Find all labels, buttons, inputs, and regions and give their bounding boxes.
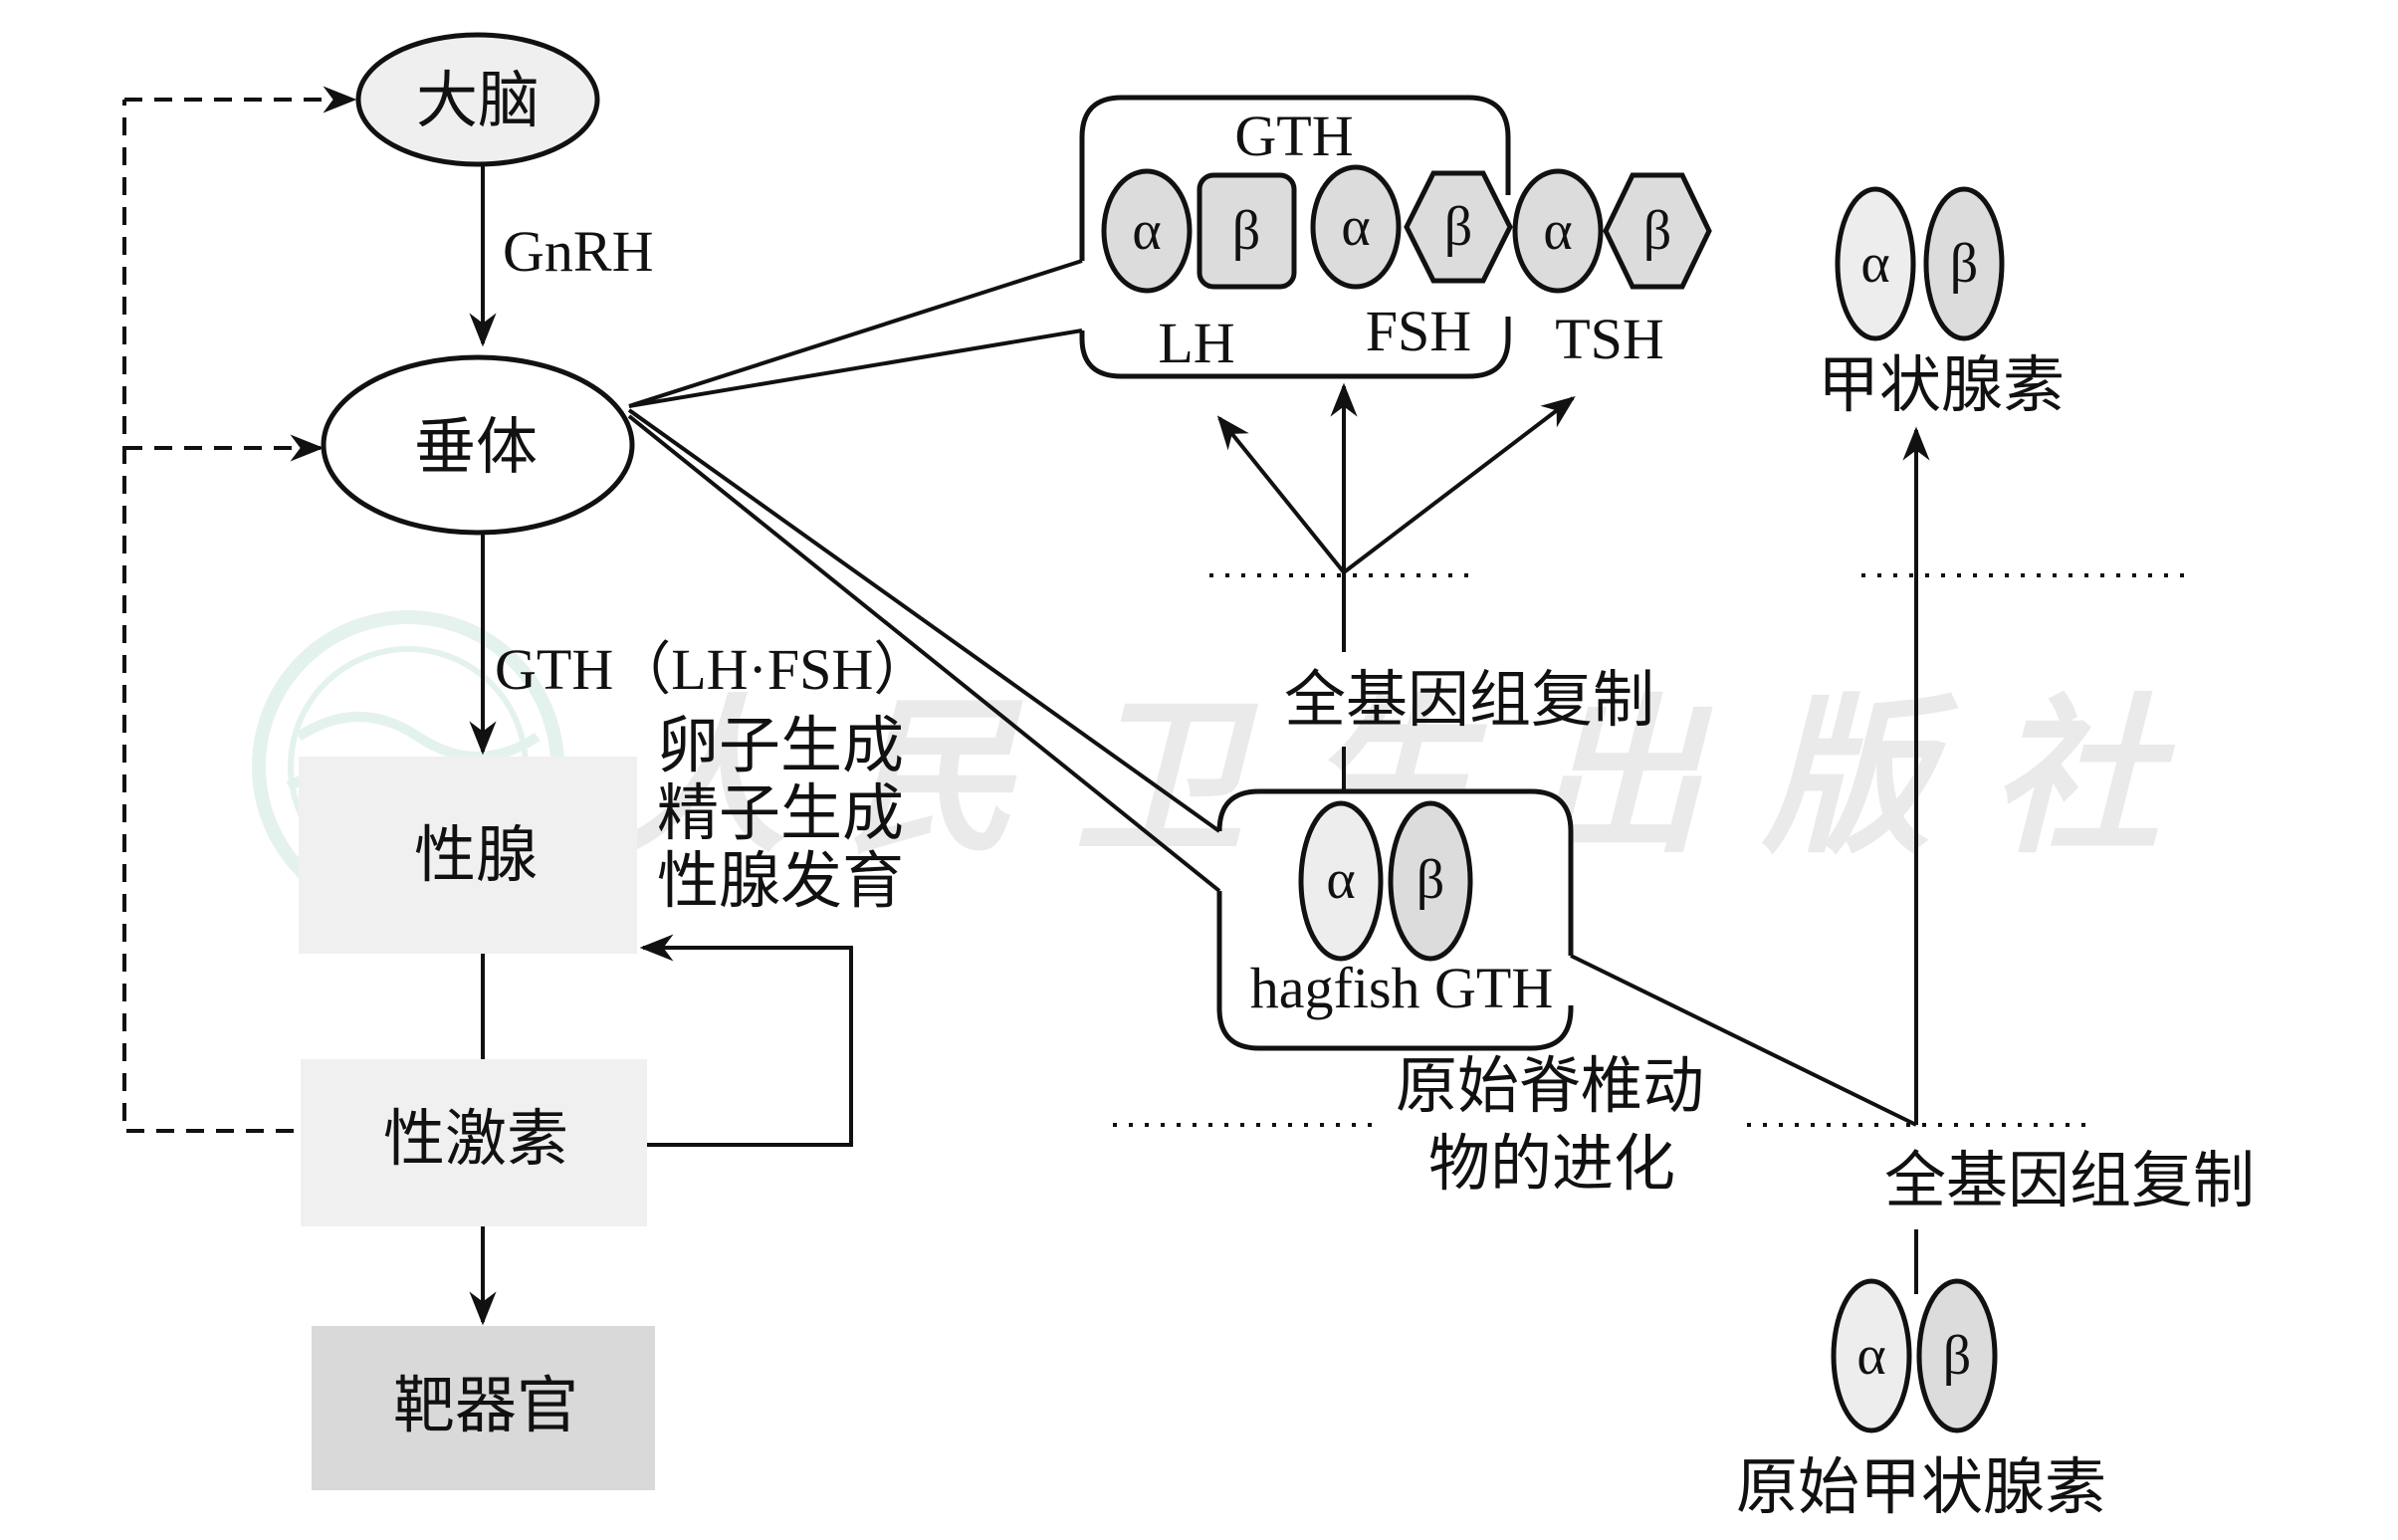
fsh-label: FSH bbox=[1366, 299, 1471, 363]
gth-title: GTH bbox=[1234, 104, 1353, 168]
pituitary-hagfish-callout bbox=[627, 408, 1221, 893]
gonad-effect-3: 性腺发育 bbox=[657, 848, 904, 916]
upper-duplication-label: 全基因组复制 bbox=[1284, 667, 1654, 735]
tsh-beta-subunit bbox=[1603, 172, 1712, 290]
thyroid-alpha-subunit bbox=[1835, 186, 1916, 341]
fsh-beta-label: β bbox=[1444, 196, 1473, 258]
pituitary-gth-callout bbox=[628, 259, 1083, 408]
gth-box: GTH α β LH α β FSH α β TSH bbox=[1079, 95, 1712, 379]
tsh-label: TSH bbox=[1555, 307, 1664, 371]
pituitary-label: 垂体 bbox=[414, 414, 538, 482]
gonad-effects: 卵子生成 精子生成 性腺发育 bbox=[657, 713, 904, 916]
thyroid-beta-subunit bbox=[1923, 186, 2005, 341]
lower-duplication-label: 全基因组复制 bbox=[1884, 1148, 2255, 1215]
vertebrate-evolution-label: 原始脊椎动 物的进化 bbox=[1396, 1053, 1704, 1199]
sex-hormone-to-gonad-arrow bbox=[639, 934, 853, 1147]
lh-label: LH bbox=[1158, 311, 1234, 375]
hagfish-alpha-label: α bbox=[1326, 849, 1355, 911]
primitive-thyroid-hormone: α β 原始甲状腺素 bbox=[1736, 1278, 2106, 1522]
lh-alpha-subunit bbox=[1101, 168, 1193, 294]
hagfish-gth-label: hagfish GTH bbox=[1250, 956, 1553, 1020]
primitive-alpha-label: α bbox=[1856, 1325, 1885, 1387]
brain-node: 大脑 bbox=[355, 32, 600, 167]
feedback-dashed-loop bbox=[122, 86, 357, 1133]
hagfish-to-lower-duplication-line bbox=[1570, 954, 1917, 1127]
thyroid-alpha-label: α bbox=[1860, 233, 1889, 295]
fsh-beta-subunit bbox=[1404, 170, 1513, 284]
brain-label: 大脑 bbox=[416, 68, 540, 135]
gth-lh-fsh-label: GTH（LH·FSH） bbox=[495, 637, 931, 702]
primitive-beta-label: β bbox=[1943, 1325, 1972, 1387]
gonad-label: 性腺 bbox=[414, 822, 538, 890]
fsh-alpha-label: α bbox=[1341, 196, 1370, 258]
pituitary-node: 垂体 bbox=[321, 354, 635, 536]
gnrh-label: GnRH bbox=[503, 219, 653, 284]
target-organ-label: 靶器官 bbox=[393, 1373, 578, 1440]
tsh-beta-label: β bbox=[1643, 200, 1672, 262]
target-organ-node: 靶器官 bbox=[312, 1326, 655, 1490]
lh-beta-label: β bbox=[1232, 200, 1261, 262]
tsh-hormone: α β TSH bbox=[1512, 168, 1712, 371]
thyroid-beta-label: β bbox=[1950, 233, 1979, 295]
fsh-hormone: α β FSH bbox=[1310, 164, 1513, 363]
thyroid-hormone: α β 甲状腺素 bbox=[1818, 186, 2065, 420]
vertebrate-evolution-line-2: 物的进化 bbox=[1428, 1131, 1675, 1199]
lh-alpha-label: α bbox=[1132, 200, 1161, 262]
thyroid-label: 甲状腺素 bbox=[1818, 352, 2065, 420]
hagfish-gth-box: α β hagfish GTH bbox=[1216, 788, 1574, 1051]
fsh-alpha-subunit bbox=[1310, 164, 1402, 290]
vertebrate-evolution-line-1: 原始脊椎动 bbox=[1396, 1053, 1704, 1121]
hagfish-beta-subunit bbox=[1388, 800, 1473, 962]
gonad-effect-2: 精子生成 bbox=[657, 780, 904, 848]
hagfish-beta-label: β bbox=[1417, 849, 1445, 911]
gonad-effect-1: 卵子生成 bbox=[657, 713, 904, 780]
primitive-alpha-subunit bbox=[1831, 1278, 1912, 1433]
tsh-alpha-subunit bbox=[1512, 168, 1604, 294]
hagfish-alpha-subunit bbox=[1298, 800, 1384, 962]
gonad-node: 性腺 bbox=[299, 757, 637, 954]
sex-hormone-node: 性激素 bbox=[301, 1059, 647, 1226]
primitive-beta-subunit bbox=[1916, 1278, 1998, 1433]
primitive-thyroid-label: 原始甲状腺素 bbox=[1736, 1454, 2106, 1522]
tsh-alpha-label: α bbox=[1543, 200, 1572, 262]
upper-duplication-arrows bbox=[1216, 382, 1576, 652]
lh-hormone: α β LH bbox=[1101, 168, 1297, 375]
lh-beta-subunit bbox=[1197, 172, 1297, 290]
sex-hormone-label: 性激素 bbox=[383, 1106, 568, 1174]
